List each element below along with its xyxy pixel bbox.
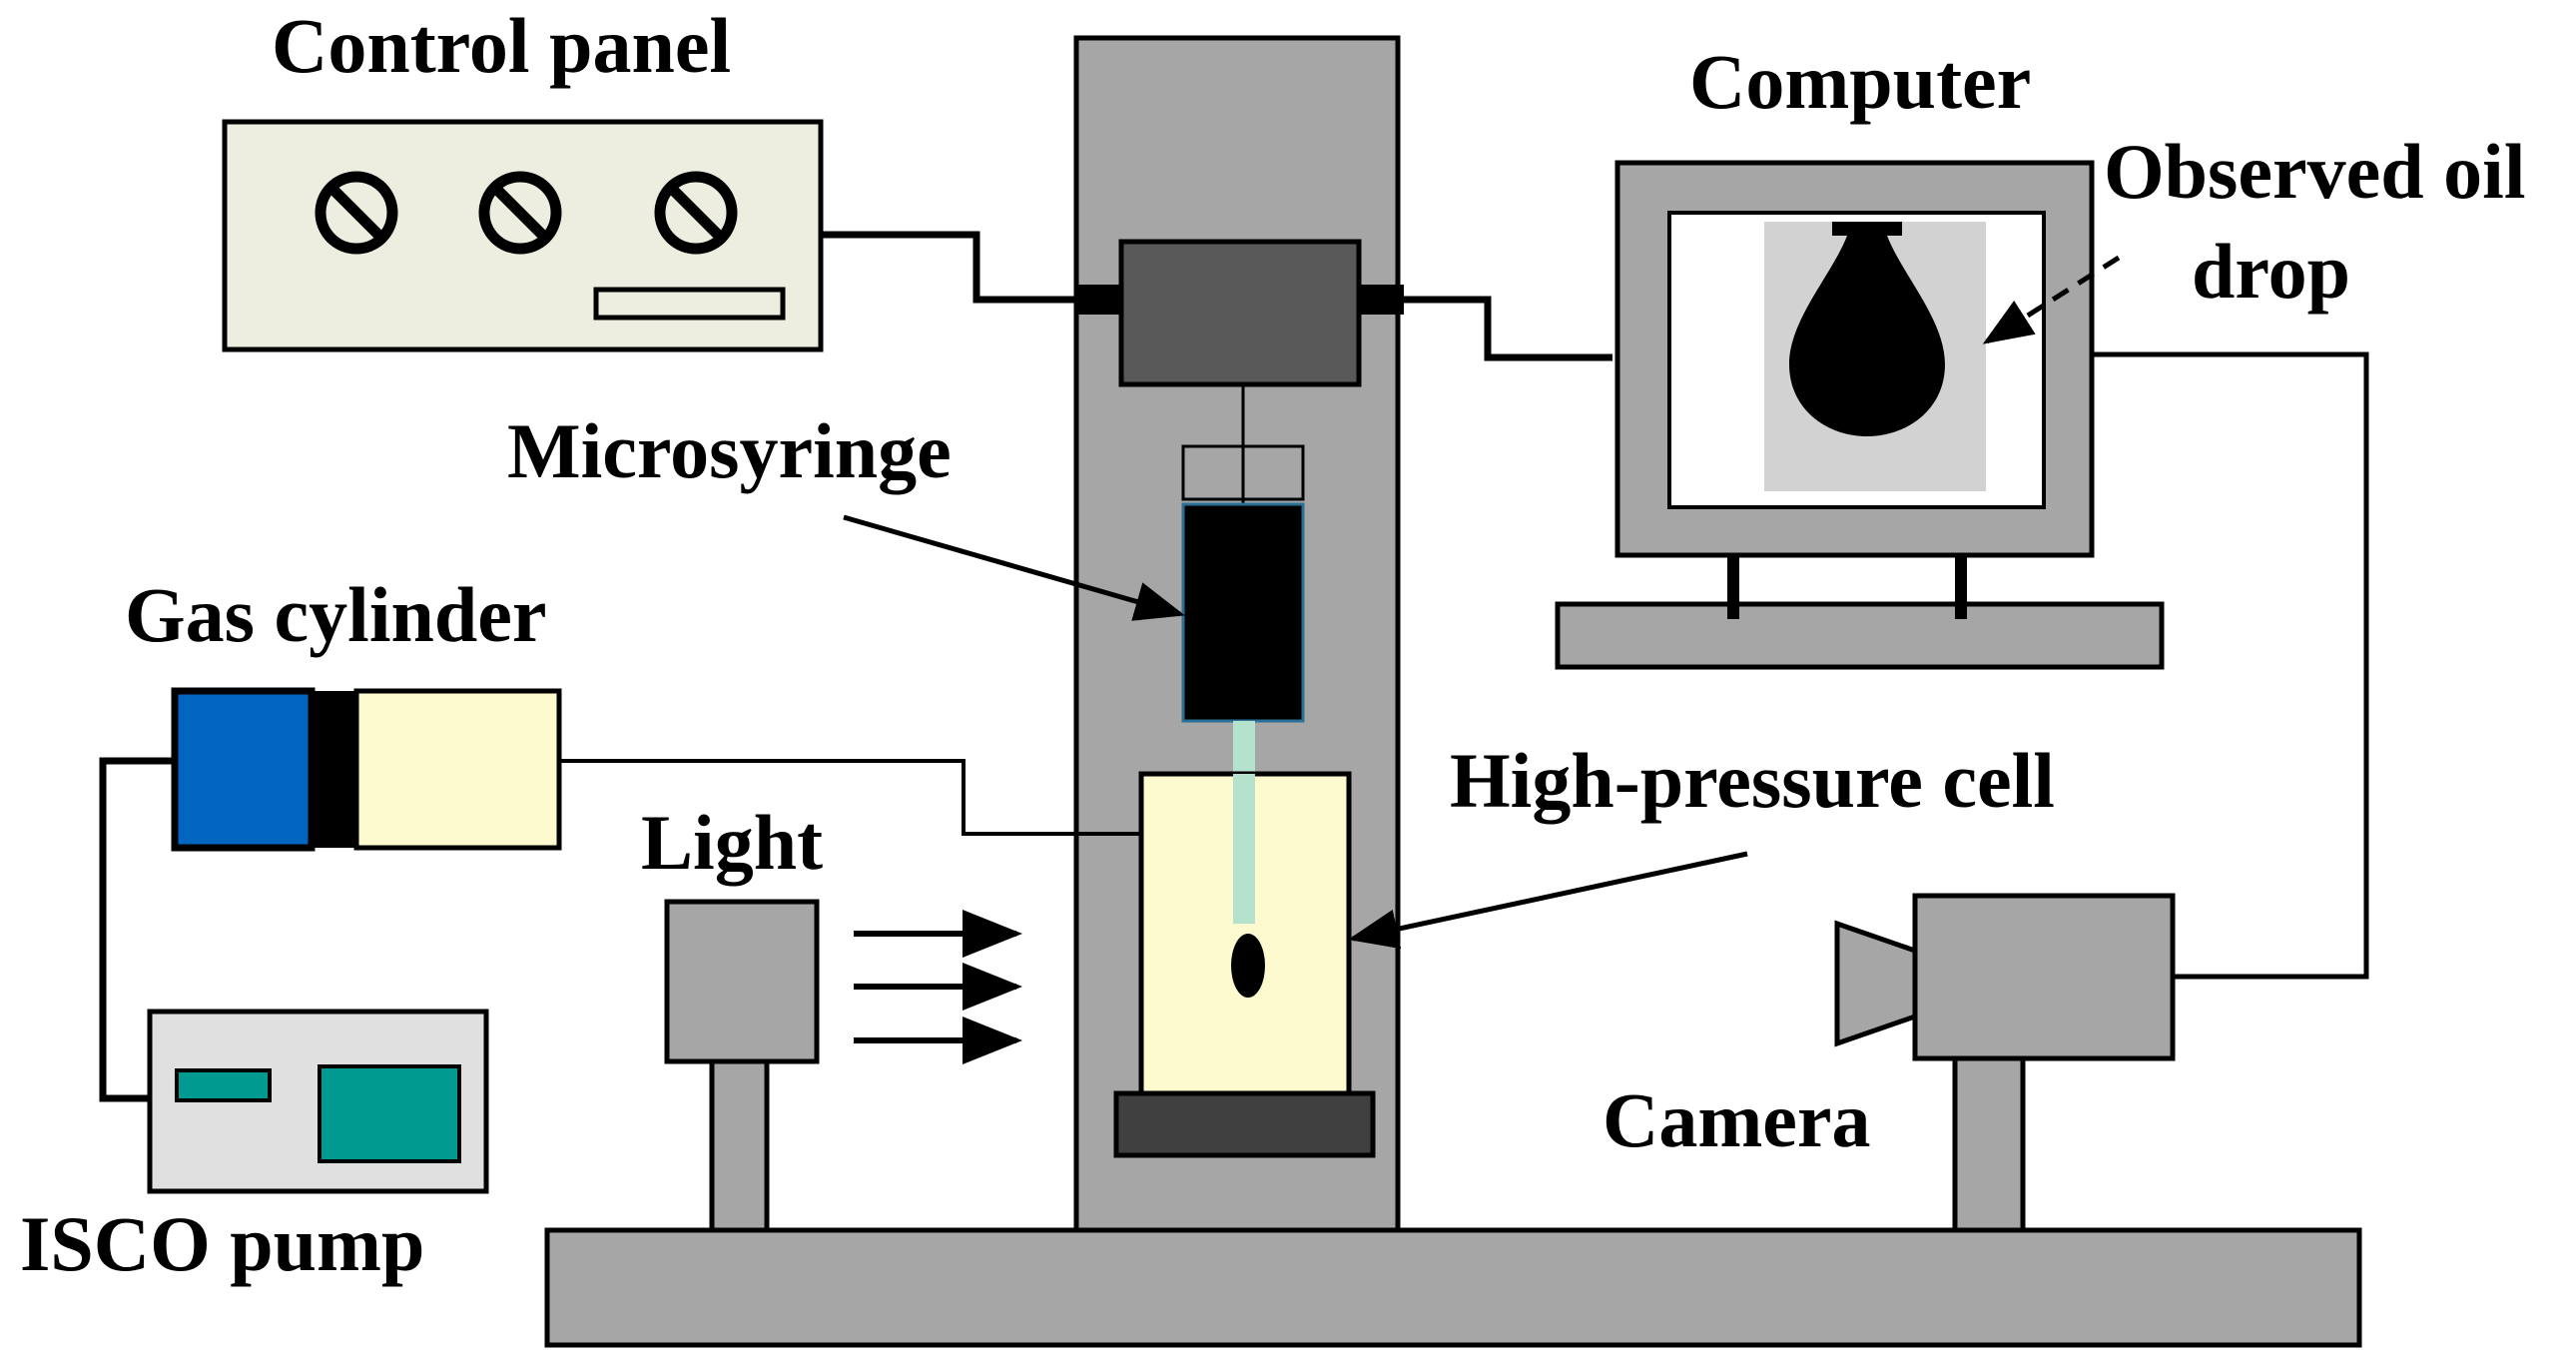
oil-drop-icon [1789,236,1945,436]
light-stand-post [709,1057,770,1233]
gas-cylinder-blue-section [171,687,316,852]
light-source [664,899,1022,1233]
high-pressure-cell [1113,771,1376,1158]
syringe-barrel [1181,502,1305,723]
label-camera: Camera [1603,1076,1871,1163]
isco-pump-small-display [175,1068,272,1102]
label-observed-oil-drop-line1: Observed oil [2104,128,2526,215]
isco-pump [147,1009,489,1194]
motor-box [1118,239,1362,387]
label-gas-cylinder: Gas cylinder [125,571,547,658]
base-platform [544,1227,2362,1348]
camera-stand-post [1952,1055,2026,1233]
connection-wires [99,231,2369,1102]
label-high-pressure-cell: High-pressure cell [1450,737,2055,824]
computer-to-camera-wire [2092,351,2369,980]
label-light: Light [641,799,823,886]
gas-cylinder-band [312,691,356,848]
control-panel-display-slot [593,287,786,321]
motor-to-computer-wire [1398,296,1612,361]
syringe-plunger-top [1181,444,1305,501]
label-microsyringe: Microsyringe [507,407,952,494]
camera-body [1912,893,2176,1061]
oil-drop-in-cell-icon [1231,934,1265,998]
camera-lens [1834,920,1918,1047]
motor-right-clamp [1359,285,1404,315]
microsyringe-pointer-arrow [843,514,1185,621]
camera [1834,893,2176,1233]
cell-needle-inside [1233,774,1255,924]
knob-icon [478,171,562,255]
label-observed-oil-drop-line2: drop [2192,228,2350,315]
label-isco-pump: ISCO pump [20,1200,424,1287]
gas-cylinder-cream-section [353,688,562,851]
isco-pump-large-display [318,1064,461,1163]
computer [1555,160,2165,670]
computer-stand-base [1555,601,2165,670]
high-pressure-cell-pointer-arrow [1348,851,1748,950]
gas-to-pump-wire [99,757,175,1102]
observed-drop-pointer-arrow [1982,255,2121,344]
cell-base [1113,1090,1376,1158]
gas-cylinder [171,687,562,852]
light-box [664,899,820,1064]
motor-left-clamp [1076,285,1121,315]
gas-to-cell-wire [559,759,1141,836]
label-control-panel: Control panel [272,2,731,89]
drop-image-needle-tip [1832,222,1902,236]
control-to-motor-wire [821,231,1076,304]
motor-drive [1076,239,1404,387]
label-computer: Computer [1689,38,2031,125]
knob-icon [654,171,738,255]
control-panel [222,119,824,352]
knob-icon [315,171,398,255]
